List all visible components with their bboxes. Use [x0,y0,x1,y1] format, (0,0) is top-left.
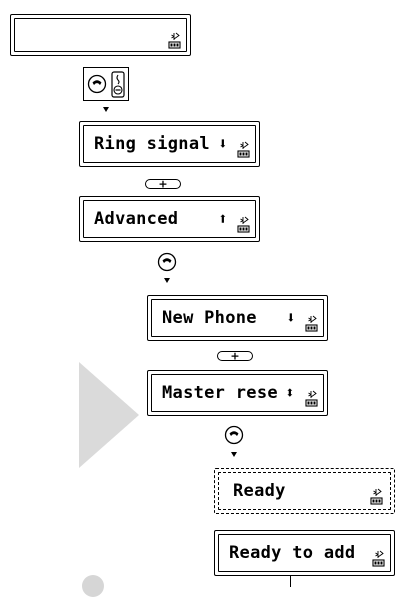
bluetooth-battery-icon [237,216,250,233]
screen-text: Master rese [162,383,278,403]
display-ready-to-add: Ready to add [214,530,395,576]
call-key-icon[interactable] [87,74,107,94]
connector-line [290,576,291,587]
bluetooth-battery-icon [305,390,318,407]
flow-arrow-1 [103,107,109,112]
plus-key[interactable]: + [217,349,253,363]
display-advanced: Advanced ⬆ [79,196,260,242]
arrow-up-down-icon: ⬍ [285,383,295,402]
plus-key[interactable]: + [145,177,181,191]
display-ring-signal: Ring signal ⬇ [79,121,260,167]
bluetooth-battery-icon [237,141,250,158]
call-voice-keys[interactable] [83,67,129,101]
flow-arrow-2 [164,278,170,283]
step-marker-circle [82,575,104,597]
screen-text: Ring signal [94,134,210,154]
display-master-reset: Master rese ⬍ [147,370,328,416]
side-pointer-shape [79,362,139,468]
voice-dial-icon[interactable] [111,71,125,98]
display-ready: Ready [214,468,395,514]
screen-text: New Phone [162,308,257,328]
display-new-phone: New Phone ⬇ [147,295,328,341]
arrow-up-icon: ⬆ [218,209,228,228]
arrow-down-icon: ⬇ [286,308,296,327]
display-idle [10,14,191,56]
call-key-icon[interactable] [157,252,177,272]
bluetooth-battery-icon [370,488,383,505]
plus-label: + [158,177,168,191]
arrow-down-icon: ⬇ [218,134,228,153]
call-key-icon[interactable] [224,425,244,445]
bluetooth-battery-icon [372,550,385,567]
screen-text: Ready [233,481,286,501]
bluetooth-battery-icon [168,32,181,49]
screen-text: Advanced [94,209,179,229]
screen-text: Ready to add [229,543,356,563]
flow-arrow-3 [231,452,237,457]
bluetooth-battery-icon [305,315,318,332]
plus-label: + [230,349,240,363]
